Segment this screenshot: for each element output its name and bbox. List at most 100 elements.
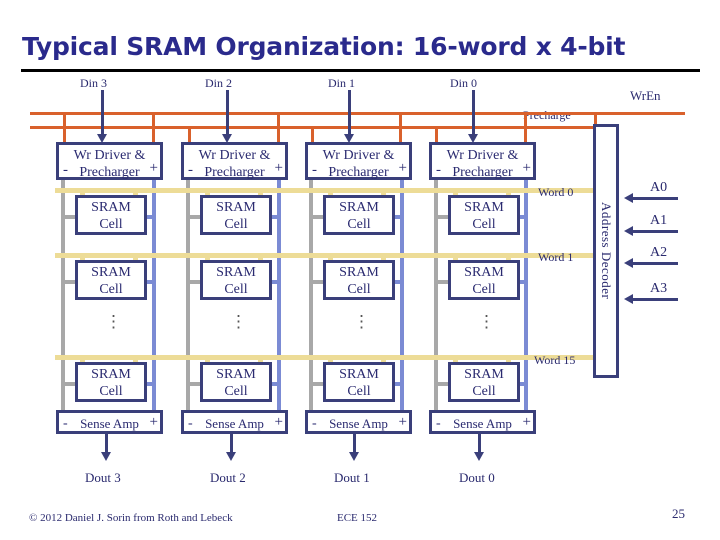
write-driver-line1-2: Wr Driver & [198,148,271,163]
cell-tap [434,215,456,219]
sram-cell-line2: Cell [224,384,248,399]
sram-cell-line1: SRAM [339,265,379,280]
bitline-bar-col1 [309,180,313,410]
sram-cell-line2: Cell [224,282,248,297]
write-driver-line2-3: Precharger [79,165,140,180]
write-driver-line1-1: Wr Driver & [322,148,395,163]
wren-drop-3 [152,112,155,144]
write-driver-line1-0: Wr Driver & [446,148,519,163]
write-driver-minus-2: - [188,162,193,178]
precharge-drop-2 [188,126,191,144]
wren-bus-line [30,112,685,115]
dout-wire-1 [353,434,356,456]
bitline-col1 [400,180,404,410]
sram-cell-line1: SRAM [216,265,256,280]
addr-arrowhead-a1 [624,226,633,236]
sram-cell-w1-b1[interactable]: SRAM Cell [323,260,395,300]
sense-amp-minus-3: - [63,416,68,431]
sram-cell-w0-b2[interactable]: SRAM Cell [200,195,272,235]
cell-tap [186,382,208,386]
dout-label-0: Dout 0 [459,470,495,485]
write-driver-plus-3: + [149,160,158,176]
precharge-label: Precharge [523,108,571,122]
sram-cell-w1-b3[interactable]: SRAM Cell [75,260,147,300]
wren-label: WrEn [630,88,661,103]
cell-tap [61,215,83,219]
din-arrowhead-2 [222,134,232,143]
sram-cell-w15-b1[interactable]: SRAM Cell [323,362,395,402]
sram-cell-line2: Cell [99,282,123,297]
dout-label-3: Dout 3 [85,470,121,485]
sense-amp-block-3[interactable]: - Sense Amp + [56,410,163,434]
precharge-decoder-riser [594,112,597,128]
write-driver-block-3[interactable]: - Wr Driver & Precharger + [56,142,163,180]
sense-amp-minus-0: - [436,416,441,431]
title-divider [21,69,700,72]
sram-cell-line2: Cell [472,282,496,297]
addr-label-a2: A2 [650,245,668,260]
bitline-col3 [152,180,156,410]
addr-wire-a3 [633,298,678,301]
dout-label-2: Dout 2 [210,470,246,485]
sram-cell-line1: SRAM [464,367,504,382]
wren-drop-0 [524,112,527,144]
sense-amp-block-2[interactable]: - Sense Amp + [181,410,288,434]
write-driver-plus-0: + [522,160,531,176]
addr-arrowhead-a2 [624,258,633,268]
din-wire-1 [348,90,351,138]
write-driver-block-2[interactable]: - Wr Driver & Precharger + [181,142,288,180]
din-label-0: Din 0 [450,76,477,90]
write-driver-line1-3: Wr Driver & [73,148,146,163]
address-decoder-label-wrap: Address Decoder [593,124,619,378]
sram-cell-line1: SRAM [216,200,256,215]
sram-cell-line1: SRAM [91,200,131,215]
write-driver-line2-1: Precharger [328,165,389,180]
sram-cell-w0-b1[interactable]: SRAM Cell [323,195,395,235]
footer-copyright: © 2012 Daniel J. Sorin from Roth and Leb… [29,512,233,524]
din-arrowhead-3 [97,134,107,143]
sense-amp-block-0[interactable]: - Sense Amp + [429,410,536,434]
sram-cell-w15-b0[interactable]: SRAM Cell [448,362,520,402]
addr-arrowhead-a3 [624,294,633,304]
address-decoder-block[interactable] [593,124,619,378]
wordline-1 [55,253,595,258]
column-ellipsis-3: ⋮ [105,312,122,331]
write-driver-plus-1: + [398,160,407,176]
sram-cell-line2: Cell [472,217,496,232]
dout-arrowhead-1 [349,452,359,461]
sense-amp-label-1: Sense Amp [329,416,388,431]
sram-cell-w0-b0[interactable]: SRAM Cell [448,195,520,235]
din-wire-3 [101,90,104,138]
precharge-drop-3 [63,112,66,144]
wordline-0 [55,188,595,193]
write-driver-block-0[interactable]: - Wr Driver & Precharger + [429,142,536,180]
word-label-1: Word 1 [538,250,574,264]
sram-cell-w0-b3[interactable]: SRAM Cell [75,195,147,235]
sram-cell-w15-b3[interactable]: SRAM Cell [75,362,147,402]
sram-cell-w1-b0[interactable]: SRAM Cell [448,260,520,300]
bitline-bar-col0 [434,180,438,410]
page-title: Typical SRAM Organization: 16-word x 4-b… [22,32,626,61]
write-driver-block-1[interactable]: - Wr Driver & Precharger + [305,142,412,180]
write-driver-line2-0: Precharger [452,165,513,180]
wren-drop-1 [399,112,402,144]
sram-cell-line1: SRAM [339,367,379,382]
write-driver-minus-3: - [63,162,68,178]
addr-label-a3: A3 [650,281,668,296]
addr-wire-a1 [633,230,678,233]
sram-cell-w15-b2[interactable]: SRAM Cell [200,362,272,402]
sram-cell-w1-b2[interactable]: SRAM Cell [200,260,272,300]
sram-cell-line1: SRAM [91,265,131,280]
sense-amp-block-1[interactable]: - Sense Amp + [305,410,412,434]
din-wire-0 [472,90,475,138]
cell-tap [309,382,331,386]
sram-cell-line2: Cell [99,217,123,232]
sense-amp-label-3: Sense Amp [80,416,139,431]
write-driver-plus-2: + [274,160,283,176]
dout-arrowhead-2 [226,452,236,461]
sram-cell-line1: SRAM [216,367,256,382]
wren-drop-2 [277,112,280,144]
sense-amp-minus-1: - [312,416,317,431]
dout-arrowhead-0 [474,452,484,461]
sram-cell-line1: SRAM [464,265,504,280]
